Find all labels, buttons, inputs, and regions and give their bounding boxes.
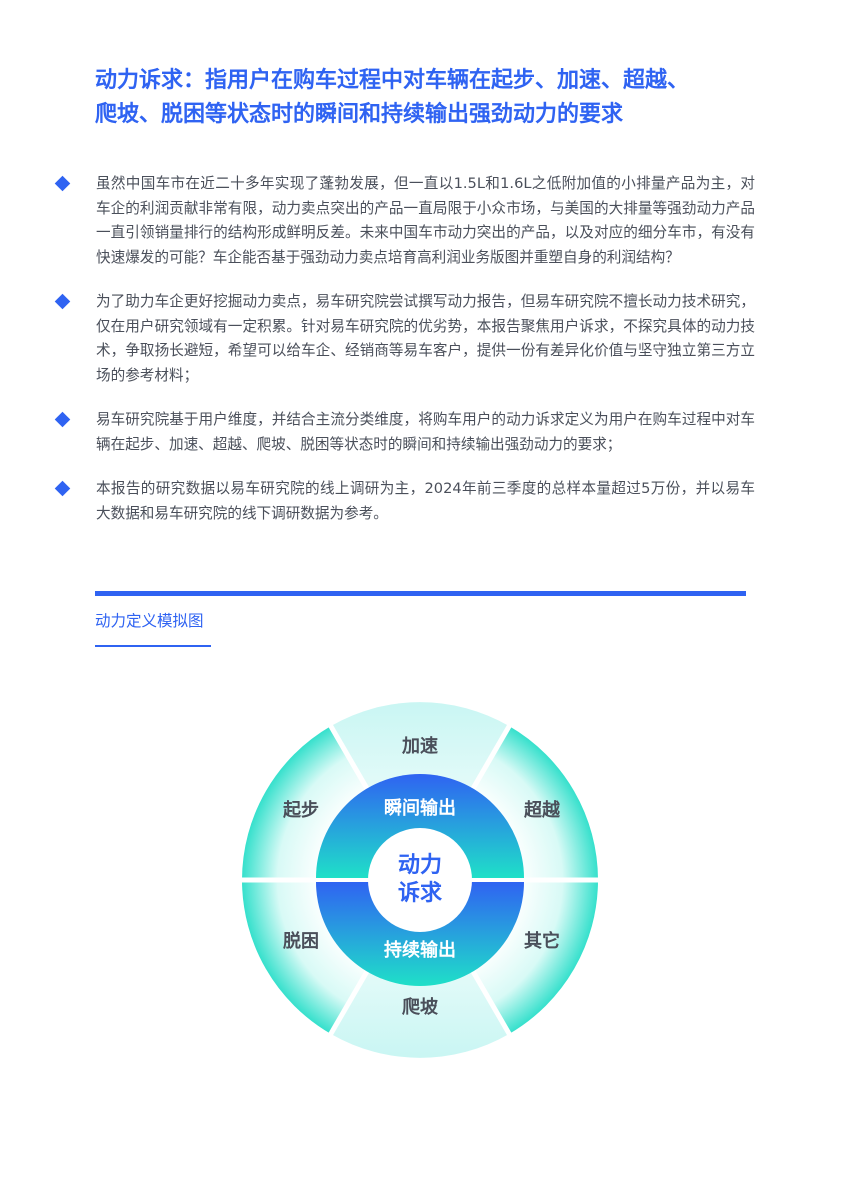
- paragraph-text: 虽然中国车市在近二十多年实现了蓬勃发展，但一直以1.5L和1.6L之低附加值的小…: [96, 175, 755, 266]
- heading-line-1: 动力诉求：指用户在购车过程中对车辆在起步、加速、超越、: [95, 68, 690, 93]
- diagram-svg: 加速 超越 其它 爬坡 脱困 起步 瞬间输出 持续输出 动力 诉求: [240, 702, 600, 1058]
- paragraph-text: 易车研究院基于用户维度，并结合主流分类维度，将购车用户的动力诉求定义为用户在购车…: [96, 411, 755, 453]
- list-item: 为了助力车企更好挖掘动力卖点，易车研究院尝试撰写动力报告，但易车研究院不擅长动力…: [54, 290, 755, 388]
- paragraph-text: 本报告的研究数据以易车研究院的线上调研为主，2024年前三季度的总样本量超过5万…: [96, 480, 755, 522]
- segment-label-top-left: 起步: [282, 799, 319, 821]
- figure-caption: 动力定义模拟图: [95, 612, 204, 630]
- core-circle: [368, 828, 472, 932]
- ring-bottom-half: [316, 882, 524, 986]
- segment-label-bottom-left: 脱困: [283, 930, 319, 952]
- ring-label-bottom: 持续输出: [384, 939, 456, 961]
- segment-label-top: 加速: [401, 735, 438, 757]
- paragraph-list: 虽然中国车市在近二十多年实现了蓬勃发展，但一直以1.5L和1.6L之低附加值的小…: [54, 172, 755, 546]
- segment-label-bottom: 爬坡: [402, 996, 439, 1018]
- paragraph-text: 为了助力车企更好挖掘动力卖点，易车研究院尝试撰写动力报告，但易车研究院不擅长动力…: [96, 293, 755, 384]
- ring-label-top: 瞬间输出: [384, 797, 456, 819]
- list-item: 易车研究院基于用户维度，并结合主流分类维度，将购车用户的动力诉求定义为用户在购车…: [54, 408, 755, 457]
- segment-label-top-right: 超越: [524, 799, 561, 821]
- diamond-bullet-icon: [54, 175, 71, 192]
- section-divider: [95, 591, 746, 596]
- diamond-bullet-icon: [54, 293, 71, 310]
- core-label-line-1: 动力: [398, 853, 442, 878]
- ring-top-half: [316, 774, 524, 878]
- diamond-bullet-icon: [54, 411, 71, 428]
- segment-label-bottom-right: 其它: [524, 930, 560, 952]
- page-heading: 动力诉求：指用户在购车过程中对车辆在起步、加速、超越、 爬坡、脱困等状态时的瞬间…: [95, 64, 755, 132]
- list-item: 本报告的研究数据以易车研究院的线上调研为主，2024年前三季度的总样本量超过5万…: [54, 477, 755, 526]
- list-item: 虽然中国车市在近二十多年实现了蓬勃发展，但一直以1.5L和1.6L之低附加值的小…: [54, 172, 755, 270]
- power-definition-diagram: 加速 超越 其它 爬坡 脱困 起步 瞬间输出 持续输出 动力 诉求: [240, 700, 600, 1060]
- core-label-line-2: 诉求: [398, 880, 442, 906]
- diamond-bullet-icon: [54, 480, 71, 497]
- heading-line-2: 爬坡、脱困等状态时的瞬间和持续输出强劲动力的要求: [95, 102, 624, 127]
- caption-underline: [95, 645, 211, 647]
